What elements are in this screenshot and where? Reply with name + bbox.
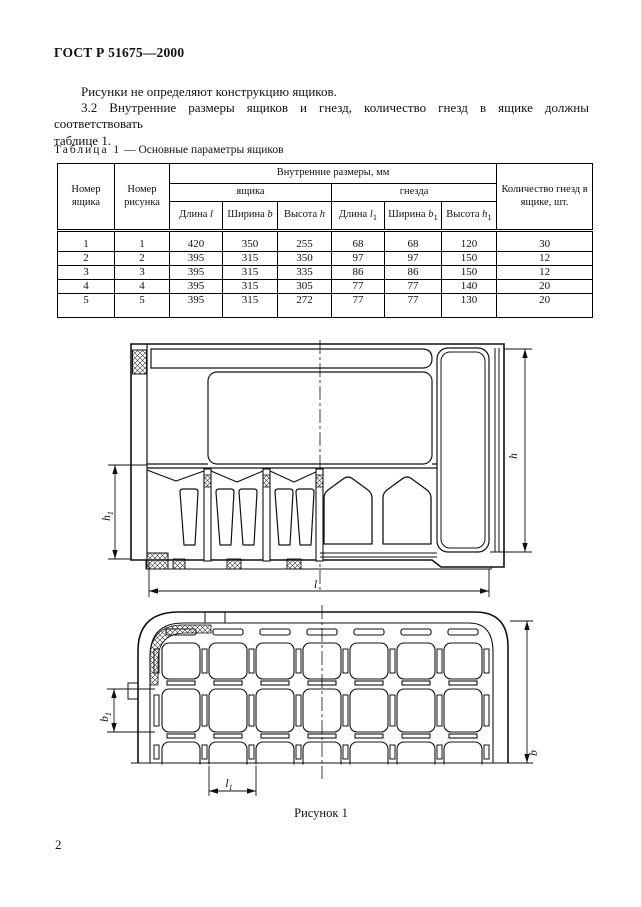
page-number: 2 [55,837,62,852]
frame-outline [137,611,509,763]
paragraph-2-line2: таблице 1. [54,132,112,148]
col-header-width-b1: Ширина b1 [384,201,442,232]
col-header-inner-dimensions: Внутренние размеры, мм [168,163,498,184]
col-header-length-l: Длина l [169,201,223,232]
figure-caption: Рисунок 1 [294,806,348,820]
parameters-table: Номер ящика Номер рисунка Внутренние раз… [57,163,594,318]
nest-pocket [382,476,432,545]
paragraph-2-line1: 3.2 Внутренние размеры ящиков и гнезд, к… [54,100,589,132]
box-outline [130,343,505,568]
nest-pocket [323,476,373,545]
paragraph-1: Рисунки не определяют конструкцию ящиков… [81,84,337,99]
dim-label-h1: h1 [101,511,115,521]
col-header-figure-number: Номер рисунка [114,163,170,232]
col-header-height-h: Высота h [277,201,332,232]
dim-label-l1: l1 [225,778,232,792]
col-header-width-b: Ширина b [222,201,278,232]
doc-code: ГОСТ Р 51675—2000 [54,45,185,60]
corner-hatch-band [149,624,212,686]
figure-top-view: b1 b l1 [99,605,540,803]
body-text: Рисунки не определяют конструкцию ящиков… [54,84,589,149]
col-header-height-h1: Высота h1 [440,201,498,232]
table-title: Таблица 1 — Основные параметры ящиков [54,144,284,156]
col-header-box-number: Номер ящика [57,163,115,232]
right-panel [436,347,490,553]
table-title-label: Таблица 1 [54,144,122,156]
top-strip [150,348,433,369]
dimension-lines [107,620,533,796]
table-title-text: — Основные параметры ящиков [124,144,284,156]
dim-label-b: b [528,750,540,756]
figure-section-view: h h1 l [101,340,532,597]
col-header-nest-count: Количество гнезд в ящике, шт. [496,163,594,232]
dim-label-l: l [314,579,317,591]
col-header-of-nest: гнезда [330,183,498,202]
dimension-lines [108,348,532,597]
v-notches [146,469,319,483]
dim-label-h: h [508,453,520,459]
dim-label-b1: b1 [99,712,113,722]
upper-compartment [207,371,433,465]
col-header-of-box: ящика [169,183,332,202]
col-header-length-l1: Длина l1 [331,201,385,232]
